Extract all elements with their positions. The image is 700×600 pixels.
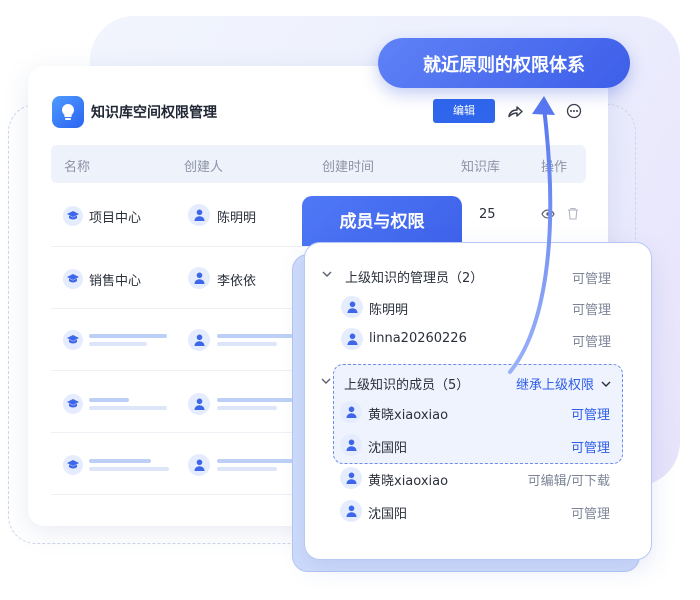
row-name: 销售中心 — [89, 274, 142, 289]
curved-arrow — [508, 96, 555, 374]
graduation-cap-icon — [63, 394, 83, 414]
members-permissions-tab[interactable]: 成员与权限 — [302, 196, 462, 246]
person-icon — [340, 434, 362, 456]
skeleton-line — [217, 467, 277, 471]
edit-button[interactable]: 编辑 — [433, 99, 495, 123]
group-title: 上级知识的管理员（2） — [345, 271, 484, 286]
skeleton-line — [89, 406, 167, 410]
person-icon — [340, 401, 362, 423]
principle-banner: 就近原则的权限体系 — [378, 38, 630, 88]
column-header: 创建时间 — [322, 160, 375, 175]
skeleton-line — [217, 398, 299, 402]
graduation-cap-icon — [63, 206, 83, 226]
skeleton-line — [217, 459, 299, 463]
row-count: 25 — [479, 207, 496, 222]
person-icon — [188, 454, 210, 476]
member-permission[interactable]: 可管理 — [570, 441, 610, 456]
row-name: 项目中心 — [89, 211, 142, 226]
person-icon — [188, 329, 210, 351]
group-title: 上级知识的成员（5） — [344, 378, 470, 393]
person-icon — [340, 500, 362, 522]
share-icon[interactable] — [506, 102, 524, 120]
skeleton-line — [89, 342, 147, 346]
graduation-cap-icon — [63, 269, 83, 289]
table-header: 名称 创建人 创建时间 知识库 操作 — [51, 145, 586, 183]
person-icon — [188, 267, 210, 289]
member-row[interactable]: 沈国阳 可管理 — [304, 434, 652, 458]
person-icon — [341, 296, 363, 318]
skeleton-line — [89, 467, 169, 471]
column-header: 知识库 — [461, 160, 501, 175]
member-permission[interactable]: 可管理 — [570, 408, 610, 423]
admin-group-header[interactable]: 上级知识的管理员（2） 可管理 — [305, 265, 653, 289]
skeleton-line — [217, 334, 299, 338]
person-icon — [340, 467, 362, 489]
skeleton-line — [217, 342, 277, 346]
trash-icon[interactable] — [567, 207, 579, 220]
person-icon — [188, 393, 210, 415]
member-name: 陈明明 — [369, 303, 409, 318]
skeleton-line — [217, 406, 277, 410]
bulb-icon — [52, 96, 84, 128]
chevron-down-icon — [321, 378, 331, 384]
card-title: 知识库空间权限管理 — [91, 105, 217, 121]
person-icon — [188, 204, 210, 226]
skeleton-line — [89, 398, 129, 402]
skeleton-line — [89, 334, 167, 338]
column-header: 创建人 — [184, 160, 224, 175]
member-name: 黄晓xiaoxiao — [368, 408, 449, 423]
graduation-cap-icon — [63, 455, 83, 475]
skeleton-line — [89, 459, 151, 463]
member-permission[interactable]: 可管理 — [571, 335, 611, 350]
member-name: linna20260226 — [369, 331, 467, 346]
inherited-permission-highlight — [333, 364, 623, 464]
tab-label: 成员与权限 — [339, 212, 425, 232]
row-creator: 陈明明 — [217, 211, 257, 226]
chevron-down-icon — [322, 271, 332, 277]
member-group-header[interactable]: 上级知识的成员（5） 继承上级权限 — [304, 372, 652, 396]
member-permission[interactable]: 可管理 — [571, 303, 611, 318]
member-row[interactable]: linna20260226 可管理 — [305, 328, 653, 352]
column-header: 名称 — [64, 160, 91, 175]
principle-text: 就近原则的权限体系 — [423, 55, 585, 76]
person-icon — [341, 328, 363, 350]
member-row[interactable]: 黄晓xiaoxiao 可管理 — [304, 401, 652, 425]
chevron-down-icon — [601, 381, 611, 387]
inherit-permission-dropdown[interactable]: 继承上级权限 — [515, 378, 594, 393]
graduation-cap-icon — [63, 330, 83, 350]
member-row[interactable]: 沈国阳 可管理 — [304, 500, 652, 524]
member-row[interactable]: 黄晓xiaoxiao 可编辑/可下载 — [304, 467, 652, 491]
more-icon[interactable] — [566, 103, 582, 119]
member-row[interactable]: 陈明明 可管理 — [305, 296, 653, 320]
members-permissions-panel-lower: 上级知识的成员（5） 继承上级权限 黄晓xiaoxiao 可管理 沈国阳 可管理… — [304, 242, 652, 560]
group-permission: 可管理 — [571, 272, 611, 287]
member-name: 沈国阳 — [368, 441, 408, 456]
member-name: 黄晓xiaoxiao — [368, 474, 449, 489]
member-name: 沈国阳 — [368, 507, 408, 522]
row-creator: 李依依 — [217, 274, 257, 289]
member-permission[interactable]: 可管理 — [570, 507, 610, 522]
member-permission[interactable]: 可编辑/可下载 — [527, 474, 610, 489]
